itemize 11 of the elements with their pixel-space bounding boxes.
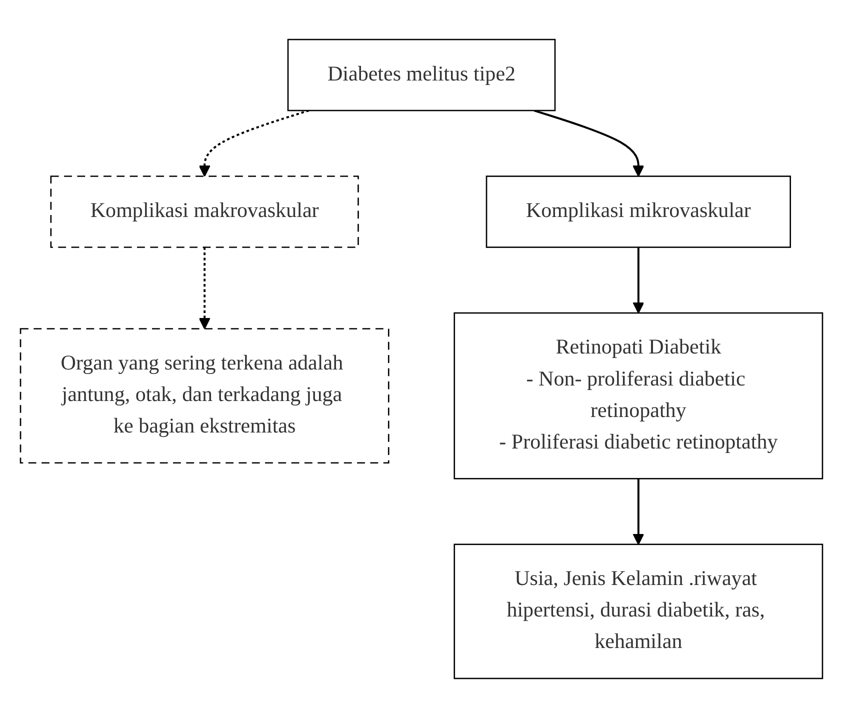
node-box: Diabetes melitus tipe2 xyxy=(287,38,556,112)
node-box: Komplikasi makrovaskular xyxy=(50,176,359,248)
node-box: Komplikasi mikrovaskular xyxy=(486,176,791,248)
node-box: Organ yang sering terkena adalah jantung, otak, dan terkadang juga ke bagian ekstremitas xyxy=(20,328,390,464)
arrow xyxy=(198,110,310,177)
arrow xyxy=(534,110,644,177)
arrow xyxy=(198,247,210,330)
node-box: Usia, Jenis Kelamin .riwayat hipertensi, durasi diabetik, ras, kehamilan xyxy=(454,544,824,680)
arrow xyxy=(632,247,644,314)
node-box: Retinopati Diabetik - Non- proliferasi diabetic retinopathy - Proliferasi diabetic retinoptathy xyxy=(454,312,824,480)
arrow xyxy=(632,478,644,545)
